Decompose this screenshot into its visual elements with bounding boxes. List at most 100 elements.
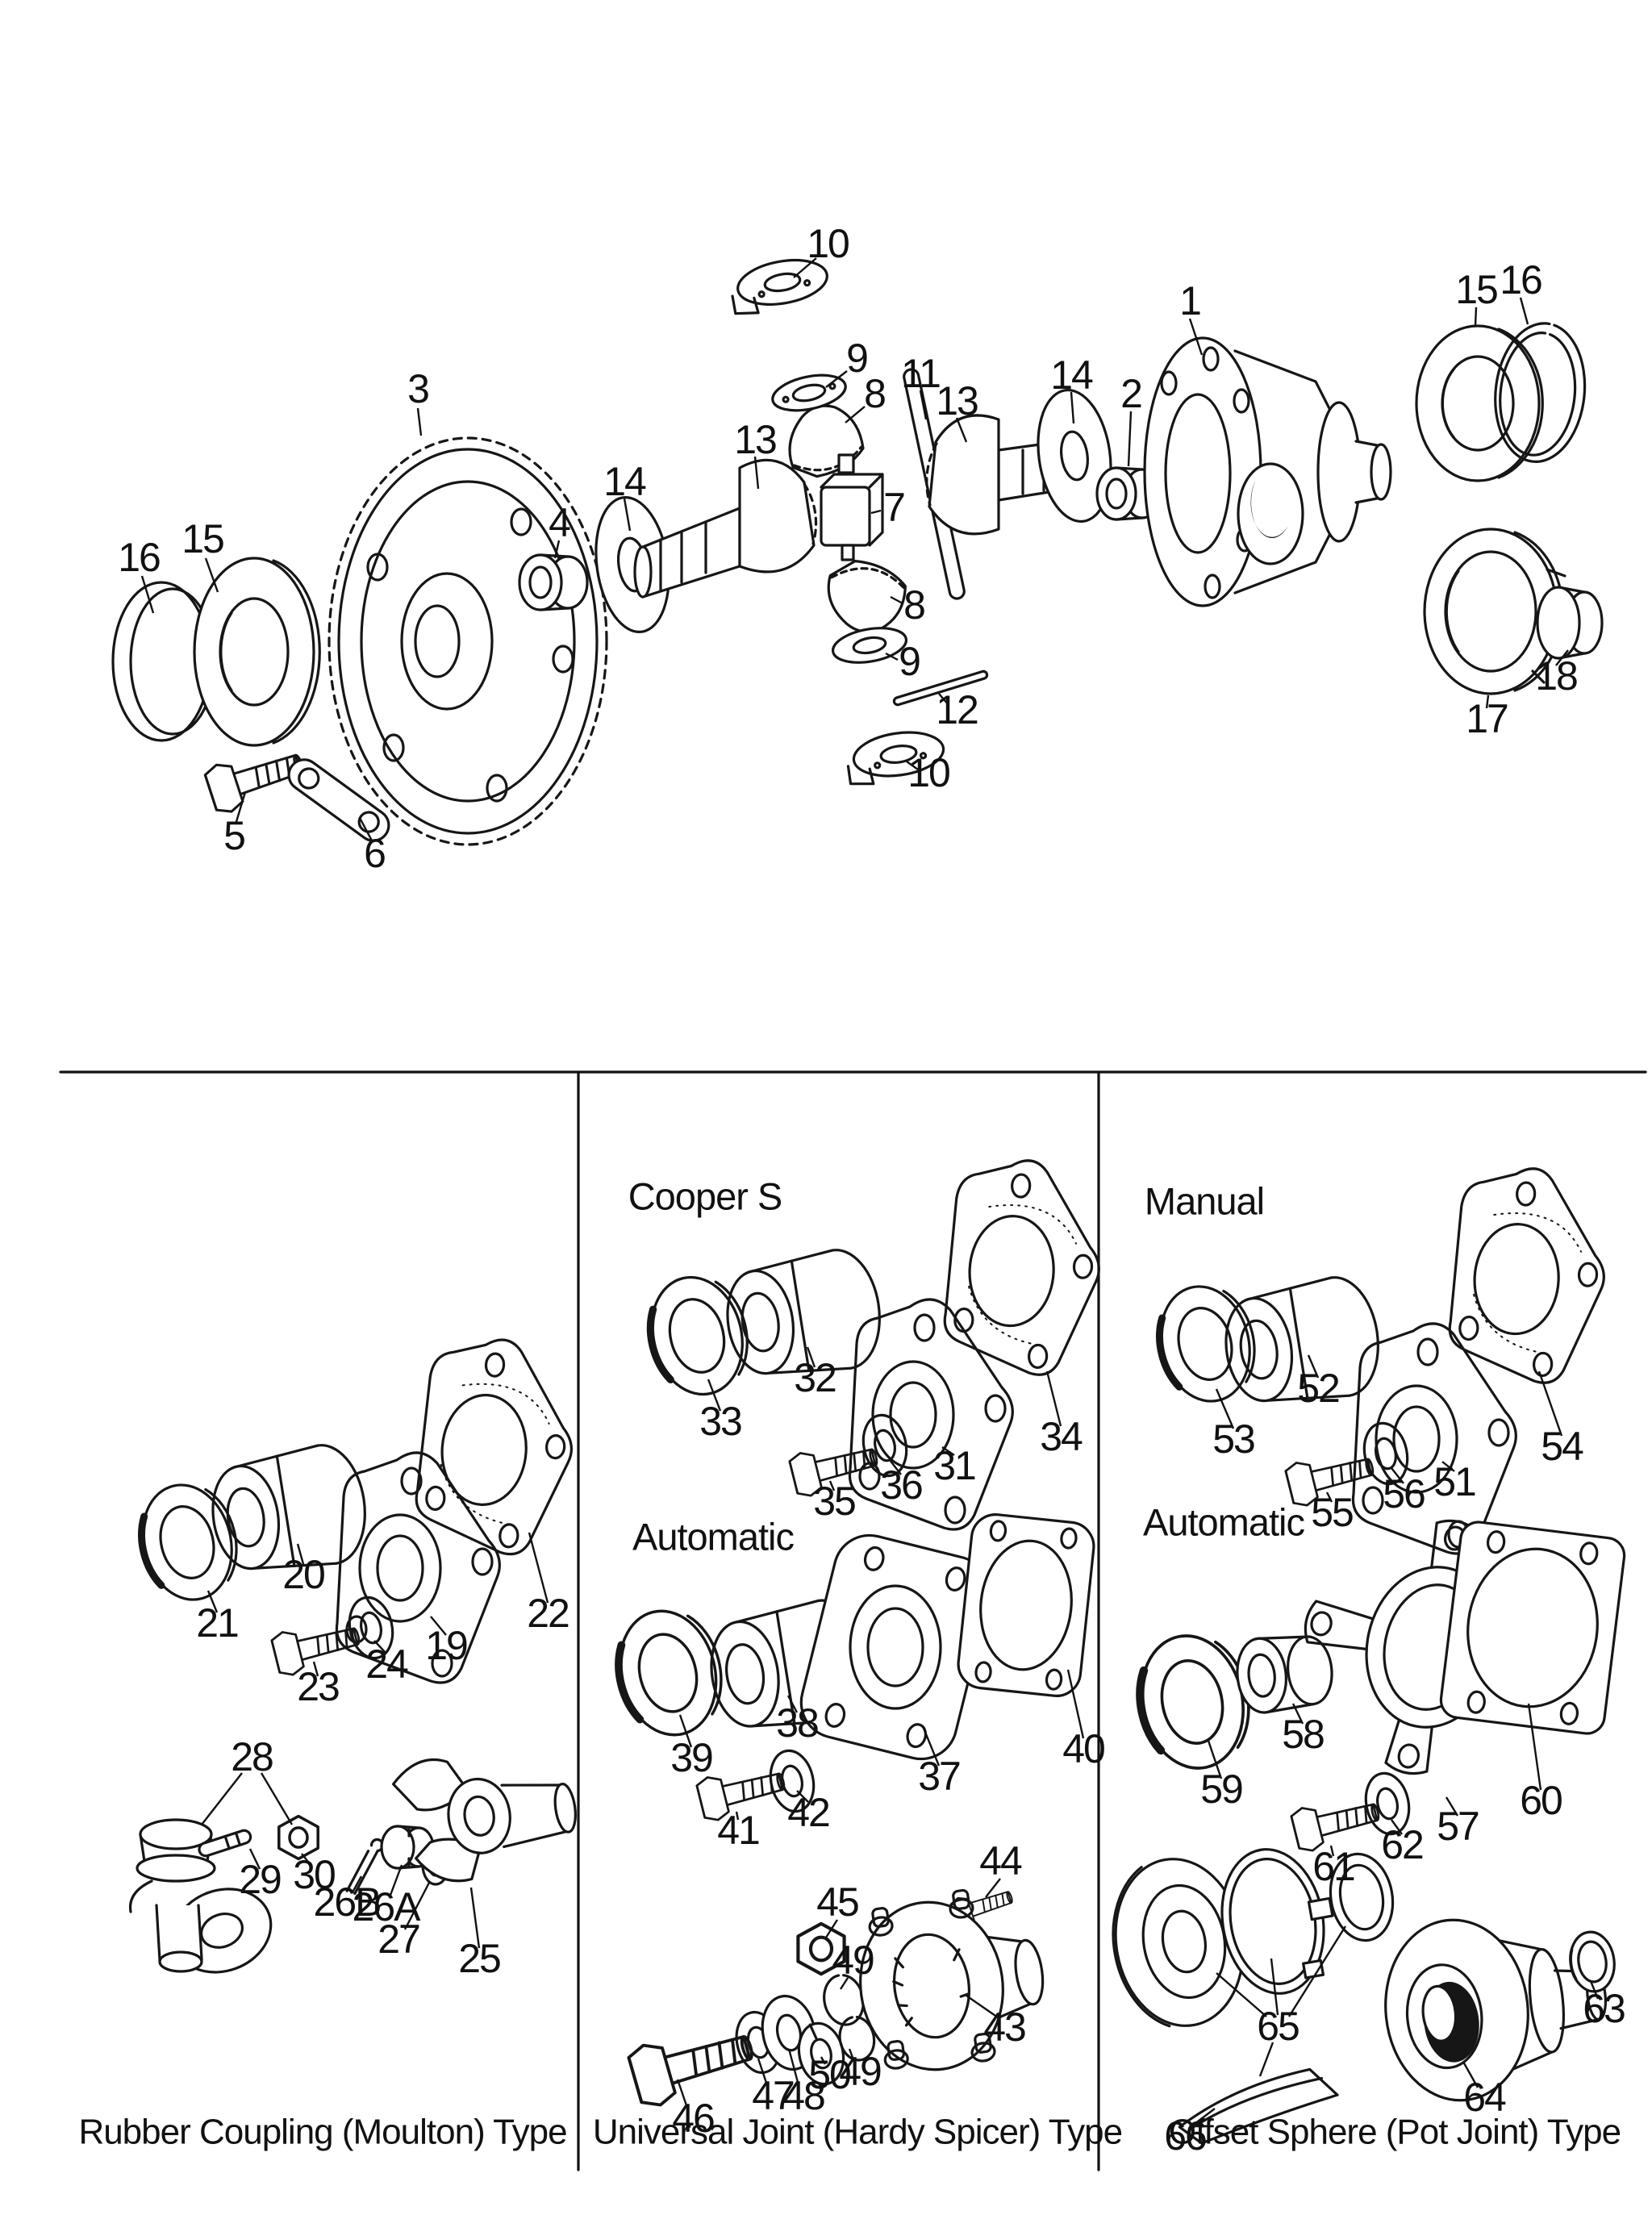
callout-31: 31 bbox=[933, 1443, 975, 1488]
leader-line-59 bbox=[1207, 1740, 1223, 1779]
part-60-gasket-automatic bbox=[1439, 1521, 1626, 1735]
leader-line-27 bbox=[403, 1882, 431, 1930]
part-10-tab-washer-upper bbox=[731, 259, 828, 315]
part-58-bush bbox=[1236, 1635, 1333, 1714]
leader-line-19 bbox=[430, 1616, 447, 1636]
leader-line-32 bbox=[806, 1346, 816, 1368]
callout-39: 39 bbox=[670, 1735, 712, 1780]
callout-34: 34 bbox=[1040, 1414, 1083, 1459]
callout-32: 32 bbox=[794, 1355, 836, 1400]
callout-12: 12 bbox=[936, 687, 978, 732]
part-13-differential-side-gear-left bbox=[633, 458, 818, 599]
callout-48: 48 bbox=[782, 2073, 824, 2118]
leader-line-29 bbox=[248, 1848, 261, 1870]
leader-line-60 bbox=[1527, 1703, 1542, 1791]
callout-36: 36 bbox=[880, 1462, 922, 1508]
callout-22: 22 bbox=[527, 1591, 569, 1636]
leader-line-2 bbox=[1127, 411, 1133, 467]
callout-24: 24 bbox=[365, 1642, 408, 1687]
callout-58: 58 bbox=[1282, 1712, 1324, 1757]
callout-51: 51 bbox=[1433, 1459, 1475, 1504]
leader-line-65 bbox=[1270, 1958, 1279, 2016]
leader-line-57 bbox=[1445, 1796, 1459, 1817]
callout-43: 43 bbox=[983, 2004, 1025, 2050]
part-53-oil-seal bbox=[1148, 1276, 1266, 1412]
leader-line-33 bbox=[707, 1379, 722, 1412]
leader-line-55 bbox=[1325, 1491, 1333, 1503]
leader-line-13 bbox=[955, 417, 968, 443]
callout-5: 5 bbox=[223, 813, 244, 858]
callout-14: 14 bbox=[1050, 353, 1093, 398]
leader-line-16 bbox=[1519, 297, 1529, 325]
leader-line-58 bbox=[1291, 1703, 1304, 1725]
callout-46: 46 bbox=[672, 2096, 714, 2141]
leader-line-12 bbox=[938, 693, 949, 706]
leader-line-49 bbox=[839, 1977, 849, 1990]
leader-line-52 bbox=[1307, 1354, 1320, 1379]
leader-line-8 bbox=[845, 406, 866, 423]
leader-line-5 bbox=[234, 791, 247, 825]
callout-10: 10 bbox=[807, 221, 849, 266]
leader-line-23 bbox=[312, 1661, 319, 1677]
callout-6: 6 bbox=[364, 831, 385, 876]
leader-line-4 bbox=[553, 540, 561, 559]
callout-44: 44 bbox=[979, 1838, 1022, 1883]
leader-line-3 bbox=[416, 407, 423, 436]
callout-8: 8 bbox=[903, 582, 924, 628]
callout-35: 35 bbox=[813, 1479, 855, 1524]
leader-line-63 bbox=[1589, 1980, 1600, 2000]
leader-line-45 bbox=[824, 1919, 839, 1938]
leader-line-61 bbox=[1329, 1845, 1335, 1857]
callout-26B: 26B bbox=[314, 1879, 381, 1925]
leader-line-66 bbox=[1191, 2108, 1216, 2127]
leader-line-39 bbox=[678, 1714, 693, 1748]
leader-line-20 bbox=[296, 1543, 305, 1565]
callout-29: 29 bbox=[239, 1857, 281, 1902]
callout-16: 16 bbox=[118, 535, 160, 580]
leader-line-22 bbox=[528, 1532, 549, 1604]
callout-57: 57 bbox=[1437, 1804, 1479, 1849]
callout-47: 47 bbox=[752, 2073, 794, 2118]
callout-49: 49 bbox=[839, 2049, 881, 2094]
leader-line-13 bbox=[753, 456, 760, 490]
leader-line-42 bbox=[796, 1790, 809, 1803]
callout-17: 17 bbox=[1466, 696, 1508, 741]
type-header: Automatic bbox=[632, 1515, 794, 1558]
leader-line-41 bbox=[735, 1811, 740, 1821]
column-caption: Offset Sphere (Pot Joint) Type bbox=[1169, 2113, 1621, 2152]
callout-2: 2 bbox=[1120, 371, 1141, 416]
callout-10: 10 bbox=[907, 750, 949, 795]
callout-53: 53 bbox=[1212, 1416, 1254, 1462]
callout-42: 42 bbox=[787, 1790, 829, 1835]
callout-25: 25 bbox=[458, 1936, 500, 1981]
callout-30: 30 bbox=[293, 1852, 335, 1897]
callout-40: 40 bbox=[1062, 1726, 1104, 1771]
leader-line-14 bbox=[623, 498, 632, 532]
callout-19: 19 bbox=[425, 1623, 467, 1668]
callout-61: 61 bbox=[1312, 1844, 1354, 1889]
callout-56: 56 bbox=[1383, 1471, 1425, 1516]
callout-23: 23 bbox=[297, 1664, 339, 1709]
leader-line-56 bbox=[1391, 1467, 1404, 1484]
leader-line-48 bbox=[787, 2048, 800, 2086]
part-40-gasket-automatic bbox=[957, 1513, 1095, 1697]
leader-line-46 bbox=[676, 2079, 689, 2109]
leader-line-25 bbox=[469, 1887, 481, 1949]
callout-59: 59 bbox=[1200, 1767, 1242, 1812]
callout-4: 4 bbox=[549, 500, 570, 545]
leader-line-49 bbox=[848, 2048, 856, 2063]
part-65-seal-ring bbox=[1329, 1852, 1395, 1942]
part-59-oil-seal bbox=[1128, 1625, 1261, 1779]
part-25-yoke-flange bbox=[391, 1758, 577, 1883]
part-65-retaining-ring bbox=[1220, 1848, 1334, 1995]
callout-49: 49 bbox=[832, 1938, 874, 1983]
part-9-thrust-washer-upper bbox=[771, 373, 847, 412]
part-3-final-drive-gear-wheel bbox=[327, 436, 608, 846]
part-49-circlip-upper bbox=[823, 1974, 865, 2026]
part-12-locking-pin bbox=[892, 670, 989, 707]
callout-11: 11 bbox=[901, 351, 940, 396]
callout-8: 8 bbox=[864, 371, 885, 416]
part-7-pinion-carrier-block bbox=[820, 453, 884, 561]
